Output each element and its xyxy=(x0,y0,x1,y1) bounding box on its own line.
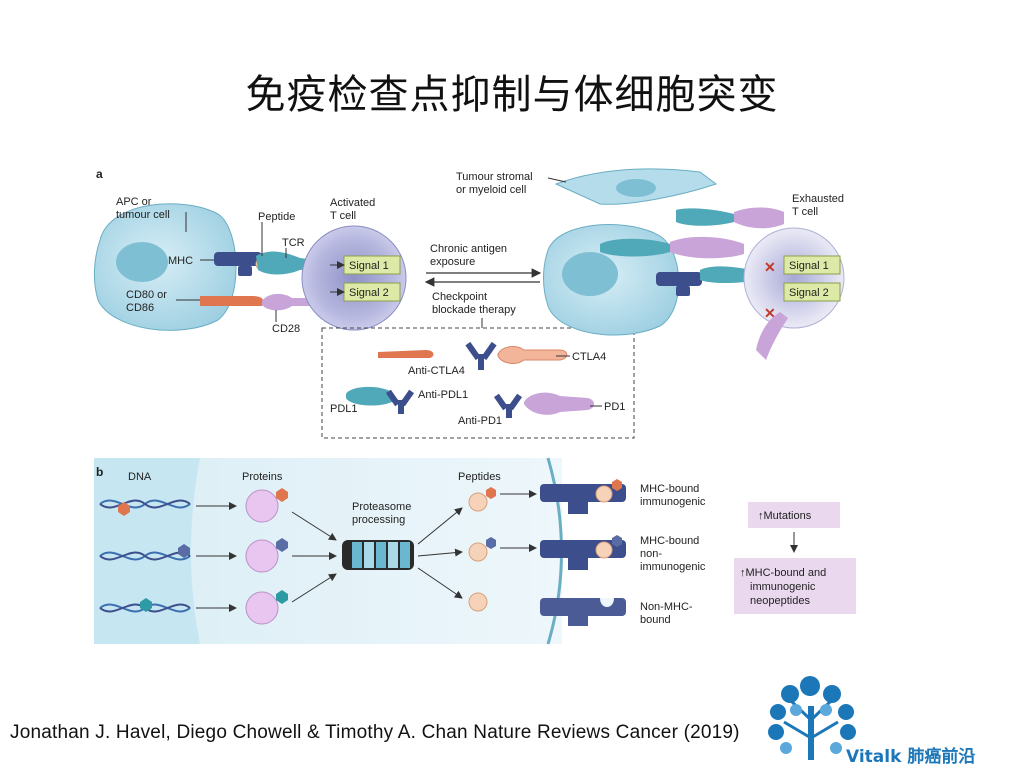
stromal-label-1: Tumour stromal xyxy=(456,171,533,183)
dna-label: DNA xyxy=(128,471,152,483)
mhc-shape xyxy=(214,252,262,266)
pdl1-label: PDL1 xyxy=(330,403,358,415)
exhausted-signal1-box xyxy=(783,255,841,275)
non-mhc-label-2: bound xyxy=(640,614,671,626)
proteasome-label-1: Proteasome xyxy=(352,501,411,513)
anti-ctla4-label: Anti-CTLA4 xyxy=(408,365,465,377)
neopeptides-box xyxy=(734,558,856,614)
cd28-shape xyxy=(262,293,330,311)
apc-label-2: tumour cell xyxy=(116,209,170,221)
apc-nucleus xyxy=(116,242,168,282)
pd1-label: PD1 xyxy=(604,401,625,413)
exhausted-signal1-label: Signal 1 xyxy=(789,260,829,272)
mhc-non-label-3: immunogenic xyxy=(640,561,706,573)
exhausted-t-cell xyxy=(743,227,845,329)
cd80-free-shape xyxy=(378,350,434,358)
chronic-label-2: exposure xyxy=(430,256,475,268)
proteins-label: Proteins xyxy=(242,471,283,483)
mutations-box xyxy=(748,502,840,528)
panel-a-label: a xyxy=(96,167,103,181)
ctla4-label: CTLA4 xyxy=(572,351,606,363)
cd80-shape xyxy=(200,296,264,306)
anti-pdl1-label: Anti-PDL1 xyxy=(418,389,468,401)
panel-b-label: b xyxy=(96,465,103,479)
panel-b: b DNA Proteins Peptides Proteasome xyxy=(94,457,856,645)
cd28-label: CD28 xyxy=(272,323,300,335)
peptides-label: Peptides xyxy=(458,471,501,483)
mhc-non-label-2: non- xyxy=(640,548,662,560)
proteasome-label-2: processing xyxy=(352,514,405,526)
mhc-label: MHC xyxy=(168,255,193,267)
protein-1 xyxy=(245,489,279,523)
mhc-non-label-1: MHC-bound xyxy=(640,535,699,547)
cd80-label-1: CD80 or xyxy=(126,289,167,301)
exhausted-label-2: T cell xyxy=(792,206,818,218)
mhc-bound-non-immunogenic-shape xyxy=(540,535,626,570)
mhc-immuno-label-2: immunogenic xyxy=(640,496,706,508)
exhausted-signal2-box xyxy=(783,282,841,302)
protein-3 xyxy=(245,591,279,625)
checkpoint-label-1: Checkpoint xyxy=(432,291,487,303)
non-mhc-label-1: Non-MHC- xyxy=(640,601,693,613)
mhc-bound-immunogenic-shape xyxy=(540,479,626,514)
protein-2 xyxy=(245,539,279,573)
slide-title: 免疫检查点抑制与体细胞突变 xyxy=(245,72,779,118)
proteasome-shape xyxy=(342,540,414,570)
chronic-label-1: Chronic antigen xyxy=(430,243,507,255)
signal2-label: Signal 2 xyxy=(349,287,389,299)
logo-text: Vitalk 肺癌前沿 xyxy=(846,747,976,767)
activated-t-cell xyxy=(301,225,407,331)
tumour-nucleus-right xyxy=(562,252,618,296)
pd1-shape xyxy=(524,392,594,415)
signal1-label: Signal 1 xyxy=(349,260,389,272)
mhc-immuno-label-1: MHC-bound xyxy=(640,483,699,495)
neo-label-3: neopeptides xyxy=(750,595,810,607)
pdl1-shape xyxy=(346,386,392,406)
anti-ctla4-shape xyxy=(465,341,497,370)
neo-label-1: ↑MHC-bound and xyxy=(740,567,826,579)
non-mhc-bound-shape xyxy=(540,598,626,626)
tcr-label: TCR xyxy=(282,237,305,249)
vitalk-logo-tree-icon xyxy=(768,676,856,760)
ctla4-shape xyxy=(497,346,568,364)
cd80-label-2: CD86 xyxy=(126,302,154,314)
stromal-label-2: or myeloid cell xyxy=(456,184,526,196)
mutations-label: ↑Mutations xyxy=(758,510,812,522)
exhausted-signal2-label: Signal 2 xyxy=(789,287,829,299)
anti-pd1-shape xyxy=(493,393,523,418)
citation: Jonathan J. Havel, Diego Chowell & Timot… xyxy=(10,722,740,743)
checkpoint-blockade-box xyxy=(321,327,635,439)
svg-text:✕: ✕ xyxy=(764,259,776,275)
peptide-label: Peptide xyxy=(258,211,295,223)
neo-label-2: immunogenic xyxy=(750,581,816,593)
activated-label-1: Activated xyxy=(330,197,375,209)
svg-text:✕: ✕ xyxy=(764,305,776,321)
anti-pd1-label: Anti-PD1 xyxy=(458,415,502,427)
anti-pdl1-shape xyxy=(385,389,415,414)
exhausted-label-1: Exhausted xyxy=(792,193,844,205)
activated-label-2: T cell xyxy=(330,210,356,222)
apc-label-1: APC or xyxy=(116,196,152,208)
panel-a: a APC or tumour cell MHC Peptide TCR CD8… xyxy=(93,167,845,439)
checkpoint-label-2: blockade therapy xyxy=(432,304,516,316)
